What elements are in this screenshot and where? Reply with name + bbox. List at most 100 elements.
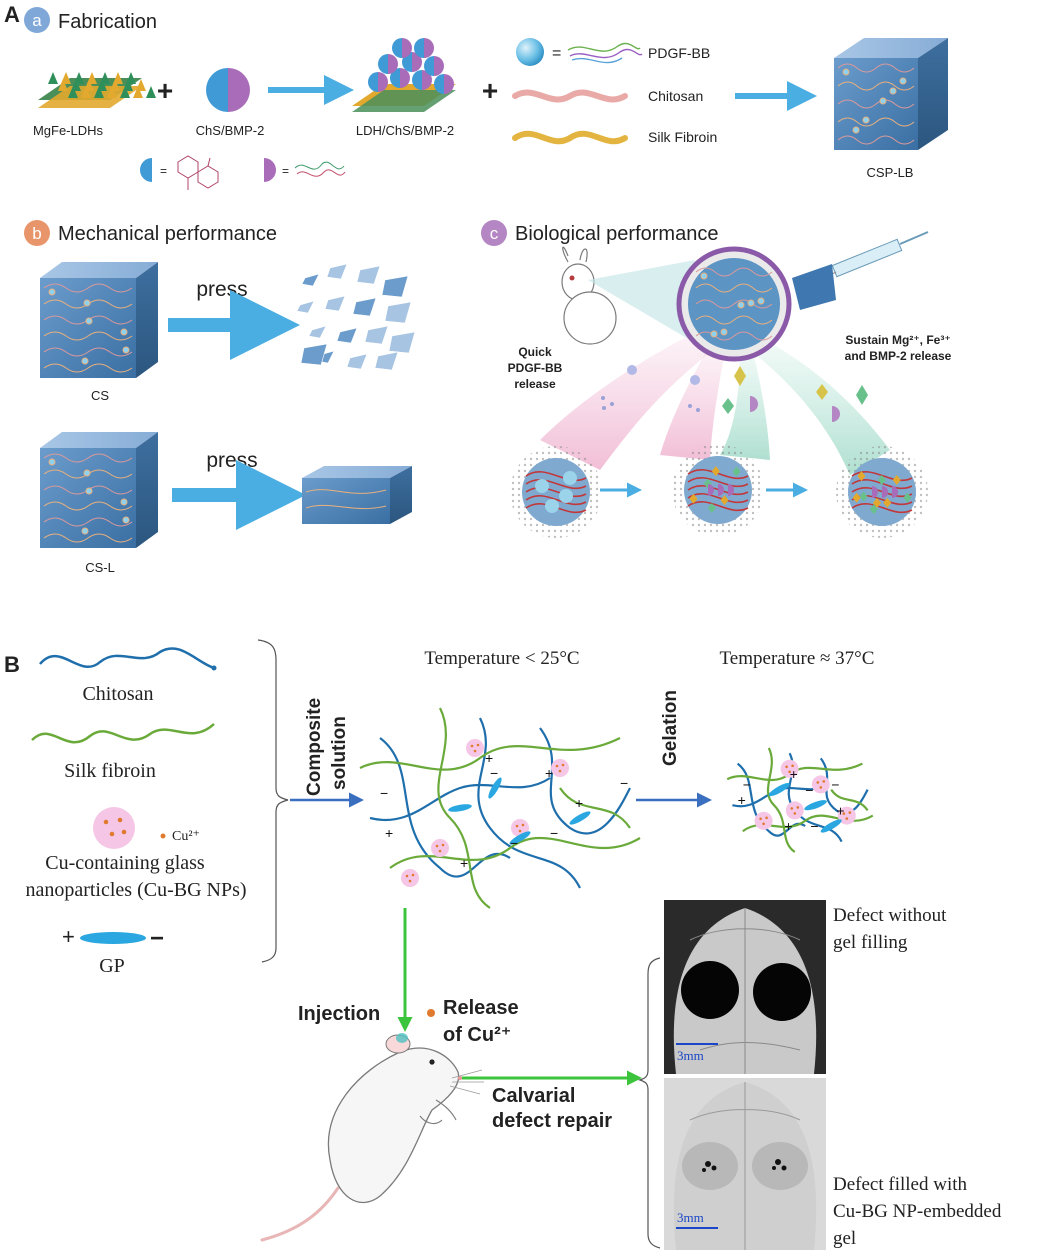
- fiber-bead: [737, 301, 745, 309]
- ct-bottom-line3: gel: [833, 1228, 856, 1249]
- fragment: [300, 343, 328, 366]
- legend-chitosan-label: Chitosan: [82, 683, 153, 705]
- fiber-bead: [81, 357, 89, 365]
- loaded-sphere-half: [412, 52, 422, 72]
- ion-particle: [859, 491, 868, 502]
- fiber-strand: [695, 283, 773, 293]
- fiber-bead: [747, 299, 755, 307]
- ion-particle: [707, 502, 716, 513]
- sustain-release-fan: [750, 340, 890, 475]
- cu-bg-nanoparticle: [811, 775, 830, 794]
- charge-sign: +: [460, 855, 468, 871]
- pdgf-sphere-loaded: [535, 479, 549, 493]
- legend-np-icon: [93, 807, 135, 849]
- cu-dot: [762, 822, 765, 826]
- cs-cube: [40, 262, 158, 378]
- loaded-sphere-half: [414, 38, 424, 58]
- fiber-bead: [710, 330, 718, 338]
- loaded-sphere-half: [424, 56, 434, 76]
- fragment: [324, 295, 346, 312]
- shattered-fragments: [296, 263, 416, 371]
- charge-sign: −: [810, 818, 818, 834]
- charge-sign: +: [545, 765, 553, 781]
- charge-sign: +: [485, 750, 493, 766]
- gp-molecule: [768, 782, 790, 797]
- rabbit-illustration: [561, 246, 617, 345]
- temp-low-label: Temperature < 25°C: [424, 648, 579, 669]
- composite-solution-network: −+−++−−+−+: [359, 707, 641, 909]
- badge-c: [481, 220, 507, 246]
- legend-chitosan-strand: [39, 647, 215, 670]
- cu-dot: [515, 824, 519, 828]
- repair-line1: Calvarial: [492, 1085, 575, 1107]
- ion-particle: [869, 504, 878, 515]
- mechanical-header: b Mechanical performance: [24, 220, 277, 246]
- cu-dot: [521, 823, 525, 827]
- fragment: [301, 273, 320, 287]
- ct-image-top: [664, 900, 826, 1074]
- mechanical-title: Mechanical performance: [58, 223, 277, 245]
- charge-sign: +: [575, 795, 583, 811]
- ldh-pyramid: [58, 79, 68, 91]
- loaded-sphere-half: [434, 74, 444, 94]
- quick-release-line3: release: [514, 377, 556, 391]
- ct-bottom-line1: Defect filled with: [833, 1174, 968, 1195]
- fiber-strand: [837, 63, 915, 73]
- fragment: [384, 301, 412, 324]
- charge-sign: +: [790, 766, 798, 782]
- sustain-release-line2: and BMP-2 release: [845, 349, 952, 363]
- loaded-sphere-half: [378, 72, 388, 92]
- charge-sign: −: [490, 765, 498, 781]
- bmp-half: [708, 484, 714, 496]
- ldh-pyramid: [120, 86, 130, 98]
- cu-dot: [470, 744, 474, 748]
- fragment: [308, 325, 327, 339]
- cu-dot: [405, 874, 409, 878]
- legend-np-line1: Cu-containing glass: [45, 852, 205, 874]
- bmp-half: [728, 484, 734, 496]
- scaffold-fiber: [525, 494, 587, 505]
- fiber-strand: [837, 81, 915, 91]
- central-scaffold: [676, 246, 792, 362]
- cu-dot: [842, 812, 846, 815]
- scaffold-fiber: [851, 502, 913, 513]
- ldh-pyramid: [133, 86, 143, 98]
- fiber-bead: [757, 297, 765, 305]
- fiber-strand: [43, 331, 133, 341]
- gp-molecule: [569, 811, 591, 825]
- gp-molecule: [509, 831, 531, 845]
- fragment: [336, 327, 358, 344]
- quick-release-line2: PDGF-BB: [508, 361, 563, 375]
- chitosan-chain: [539, 727, 631, 835]
- charge-sign: +: [738, 792, 746, 808]
- fiber-strand: [837, 135, 915, 145]
- fiber-bead: [700, 272, 708, 280]
- cu-dot: [785, 765, 788, 769]
- chs-bmp-sphere: [206, 68, 250, 112]
- loaded-sphere-half: [434, 56, 444, 76]
- cu-dot: [476, 743, 480, 747]
- legend-np-line2: nanoparticles (Cu-BG NPs): [25, 879, 246, 901]
- scaffold-fiber: [687, 476, 749, 487]
- chs-bmp-legend: = =: [140, 155, 346, 190]
- fragment: [364, 325, 389, 345]
- chitosan-strand: [512, 89, 628, 103]
- cu-bg-nanoparticle: [431, 839, 449, 857]
- fragment: [374, 351, 399, 371]
- cu-dot: [411, 873, 415, 877]
- cu-bg-nanoparticle: [754, 811, 773, 830]
- ion-particle: [883, 497, 892, 508]
- fiber-bead: [899, 77, 907, 85]
- ldh-label: MgFe-LDHs: [33, 123, 104, 138]
- cu-dot: [790, 807, 794, 810]
- fiber-strand: [695, 267, 773, 277]
- fiber-strand: [43, 517, 133, 527]
- bmp-protein-icon: [294, 161, 346, 177]
- ct-top-scale: 3mm: [677, 1048, 704, 1063]
- fiber-bead: [842, 68, 850, 76]
- silk-chain: [437, 707, 491, 909]
- cu-dot: [561, 763, 565, 767]
- cu-bg-nanoparticle: [780, 759, 799, 778]
- legend-gp-plus: +: [62, 924, 75, 949]
- loaded-sphere-half: [422, 70, 432, 90]
